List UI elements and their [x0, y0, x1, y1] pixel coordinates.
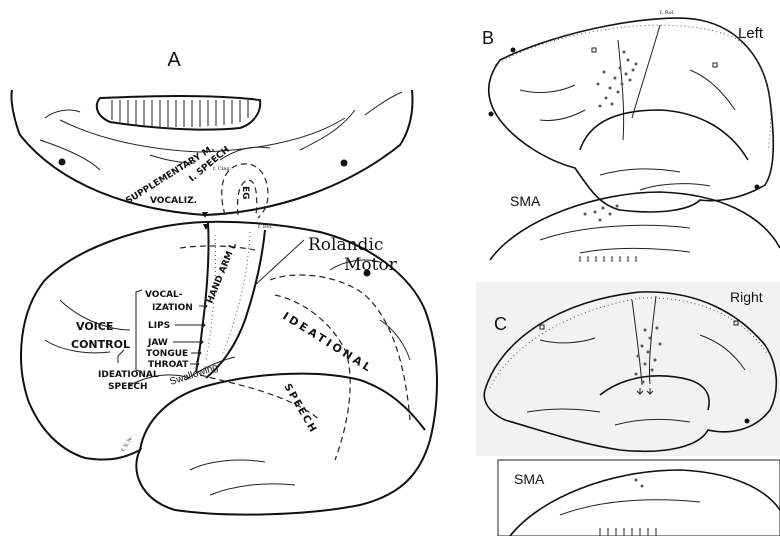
panel-b-side-label: Left: [738, 25, 764, 42]
label-f-rol-a: f. Rol.: [258, 224, 273, 230]
label-lips: LIPS: [148, 321, 170, 331]
label-tongue: TONGUE: [146, 349, 188, 359]
panel-b-f-rol: f. Rol.: [660, 10, 675, 16]
panel-c-letter: C: [494, 314, 507, 334]
panel-a: A SUPPLEMENTARY M. I. SPEECH VOCALIZ. EG: [11, 49, 436, 515]
label-ization: IZATION: [152, 303, 193, 313]
label-ideational-speech-left-1: IDEATIONAL: [98, 370, 159, 380]
label-jaw: JAW: [147, 338, 168, 348]
label-ideational-speech-left-2: SPEECH: [108, 382, 148, 392]
label-vocal: VOCAL-: [145, 290, 183, 300]
panel-b-stimulation-points: [597, 51, 638, 108]
label-eg: EG: [240, 186, 250, 200]
panel-a-letter: A: [167, 49, 181, 71]
label-control: CONTROL: [71, 338, 130, 351]
label-f-cing: f. Cing.: [213, 166, 232, 172]
panel-a-medial-view: SUPPLEMENTARY M. I. SPEECH VOCALIZ. EG f…: [11, 90, 412, 218]
label-rolandic: Rolandic: [308, 235, 383, 255]
label-hand-arm: HAND ARM L: [206, 241, 239, 305]
label-voice: VOICE: [76, 320, 113, 333]
label-ideational-right: IDEATIONAL: [280, 310, 375, 376]
panel-c-sma-label: SMA: [514, 471, 545, 487]
corpus-callosum-hatching: [112, 100, 248, 127]
panel-c-background: [476, 282, 780, 456]
panel-b-sma-label: SMA: [510, 193, 541, 209]
label-f-sylv: f. S. lv.: [121, 435, 135, 453]
panel-a-lateral-view: Rolandic Motor f. Rol. HAND ARM L VOCAL-…: [21, 222, 437, 515]
panel-b-letter: B: [482, 28, 494, 48]
panel-c-side-label: Right: [730, 289, 763, 305]
label-motor: Motor: [344, 255, 398, 275]
panel-b: B Left f. Rol. SMA: [482, 10, 780, 262]
label-speech-right: SPEECH: [281, 382, 318, 436]
label-throat: THROAT: [148, 360, 189, 370]
label-vocaliz-medial: VOCALIZ.: [150, 196, 197, 206]
panel-c: C Right SMA: [476, 282, 780, 536]
